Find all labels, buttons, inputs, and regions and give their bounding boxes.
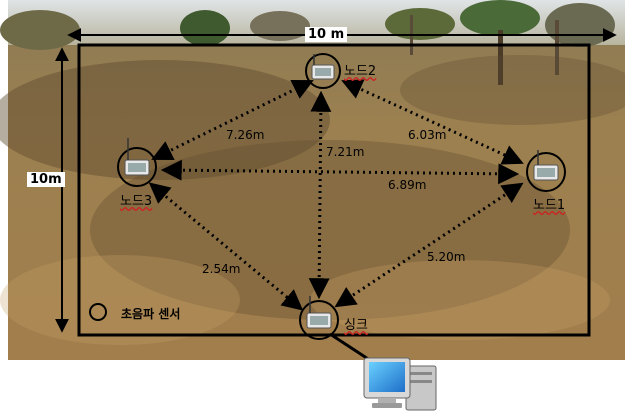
line-node2-node1 bbox=[341, 79, 524, 165]
line-node3-sink bbox=[148, 182, 304, 311]
distance-node3-node2: 7.26m bbox=[226, 128, 265, 142]
distance-node1-sink: 5.20m bbox=[427, 250, 466, 264]
legend-circle-icon bbox=[89, 303, 107, 321]
node2-label: 노드2 bbox=[344, 64, 377, 79]
node3-device bbox=[117, 138, 157, 187]
sink-label: 싱크 bbox=[344, 318, 368, 333]
node2-device bbox=[305, 53, 341, 89]
line-node1-sink bbox=[334, 182, 524, 308]
line-node3-node1 bbox=[160, 159, 520, 185]
distance-lines bbox=[148, 79, 524, 311]
distance-node2-sink: 7.21m bbox=[326, 145, 365, 159]
node1-label: 노드1 bbox=[533, 198, 566, 213]
distance-node3-node1: 6.89m bbox=[388, 178, 427, 192]
node1-device bbox=[526, 150, 566, 192]
distance-node3-sink: 2.54m bbox=[202, 262, 241, 276]
width-dimension-label: 10 m bbox=[305, 27, 348, 42]
computer-monitor-icon bbox=[363, 357, 437, 411]
node3-label: 노드3 bbox=[120, 194, 153, 209]
legend-label: 초음파 센서 bbox=[121, 307, 181, 321]
height-dimension-label: 10m bbox=[27, 172, 65, 187]
distance-node2-node1: 6.03m bbox=[408, 128, 447, 142]
sink-device bbox=[299, 296, 339, 340]
